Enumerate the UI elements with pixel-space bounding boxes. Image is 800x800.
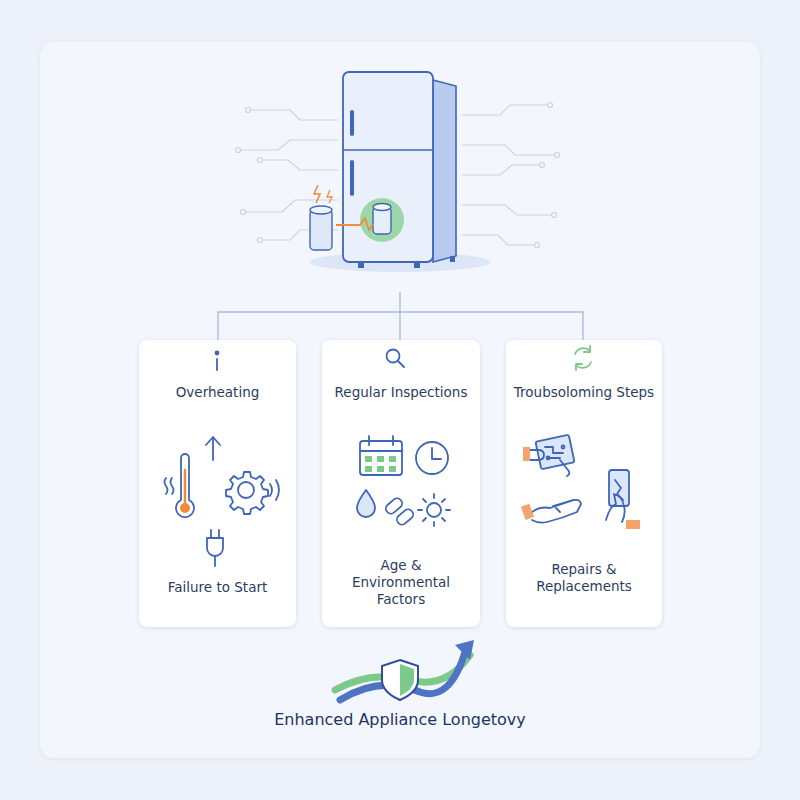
card3-icons xyxy=(521,346,640,529)
card-title: Overheating xyxy=(139,384,296,400)
card-body: Age & Environmental Factors xyxy=(341,557,461,608)
longevity-emblem xyxy=(335,640,474,700)
card-title: Regular Inspections xyxy=(322,384,480,400)
compressor-parts xyxy=(310,185,404,250)
card-body: Repairs & Replacements xyxy=(524,561,644,595)
tree-lines xyxy=(218,292,583,340)
card-body: Failure to Start xyxy=(158,579,278,596)
fridge-drawing xyxy=(343,72,456,268)
card1-icons xyxy=(165,352,280,567)
card-title: Troubsoloming Steps xyxy=(506,384,662,400)
shadow xyxy=(310,252,490,272)
category-card: OverheatingFailure to Start xyxy=(139,340,296,627)
card2-icons xyxy=(357,350,450,527)
caption: Enhanced Appliance Longetovy xyxy=(200,710,600,729)
circuit-lines xyxy=(236,103,560,248)
category-card: Regular InspectionsAge & Environmental F… xyxy=(322,340,480,627)
category-card: Troubsoloming StepsRepairs & Replacement… xyxy=(506,340,662,627)
